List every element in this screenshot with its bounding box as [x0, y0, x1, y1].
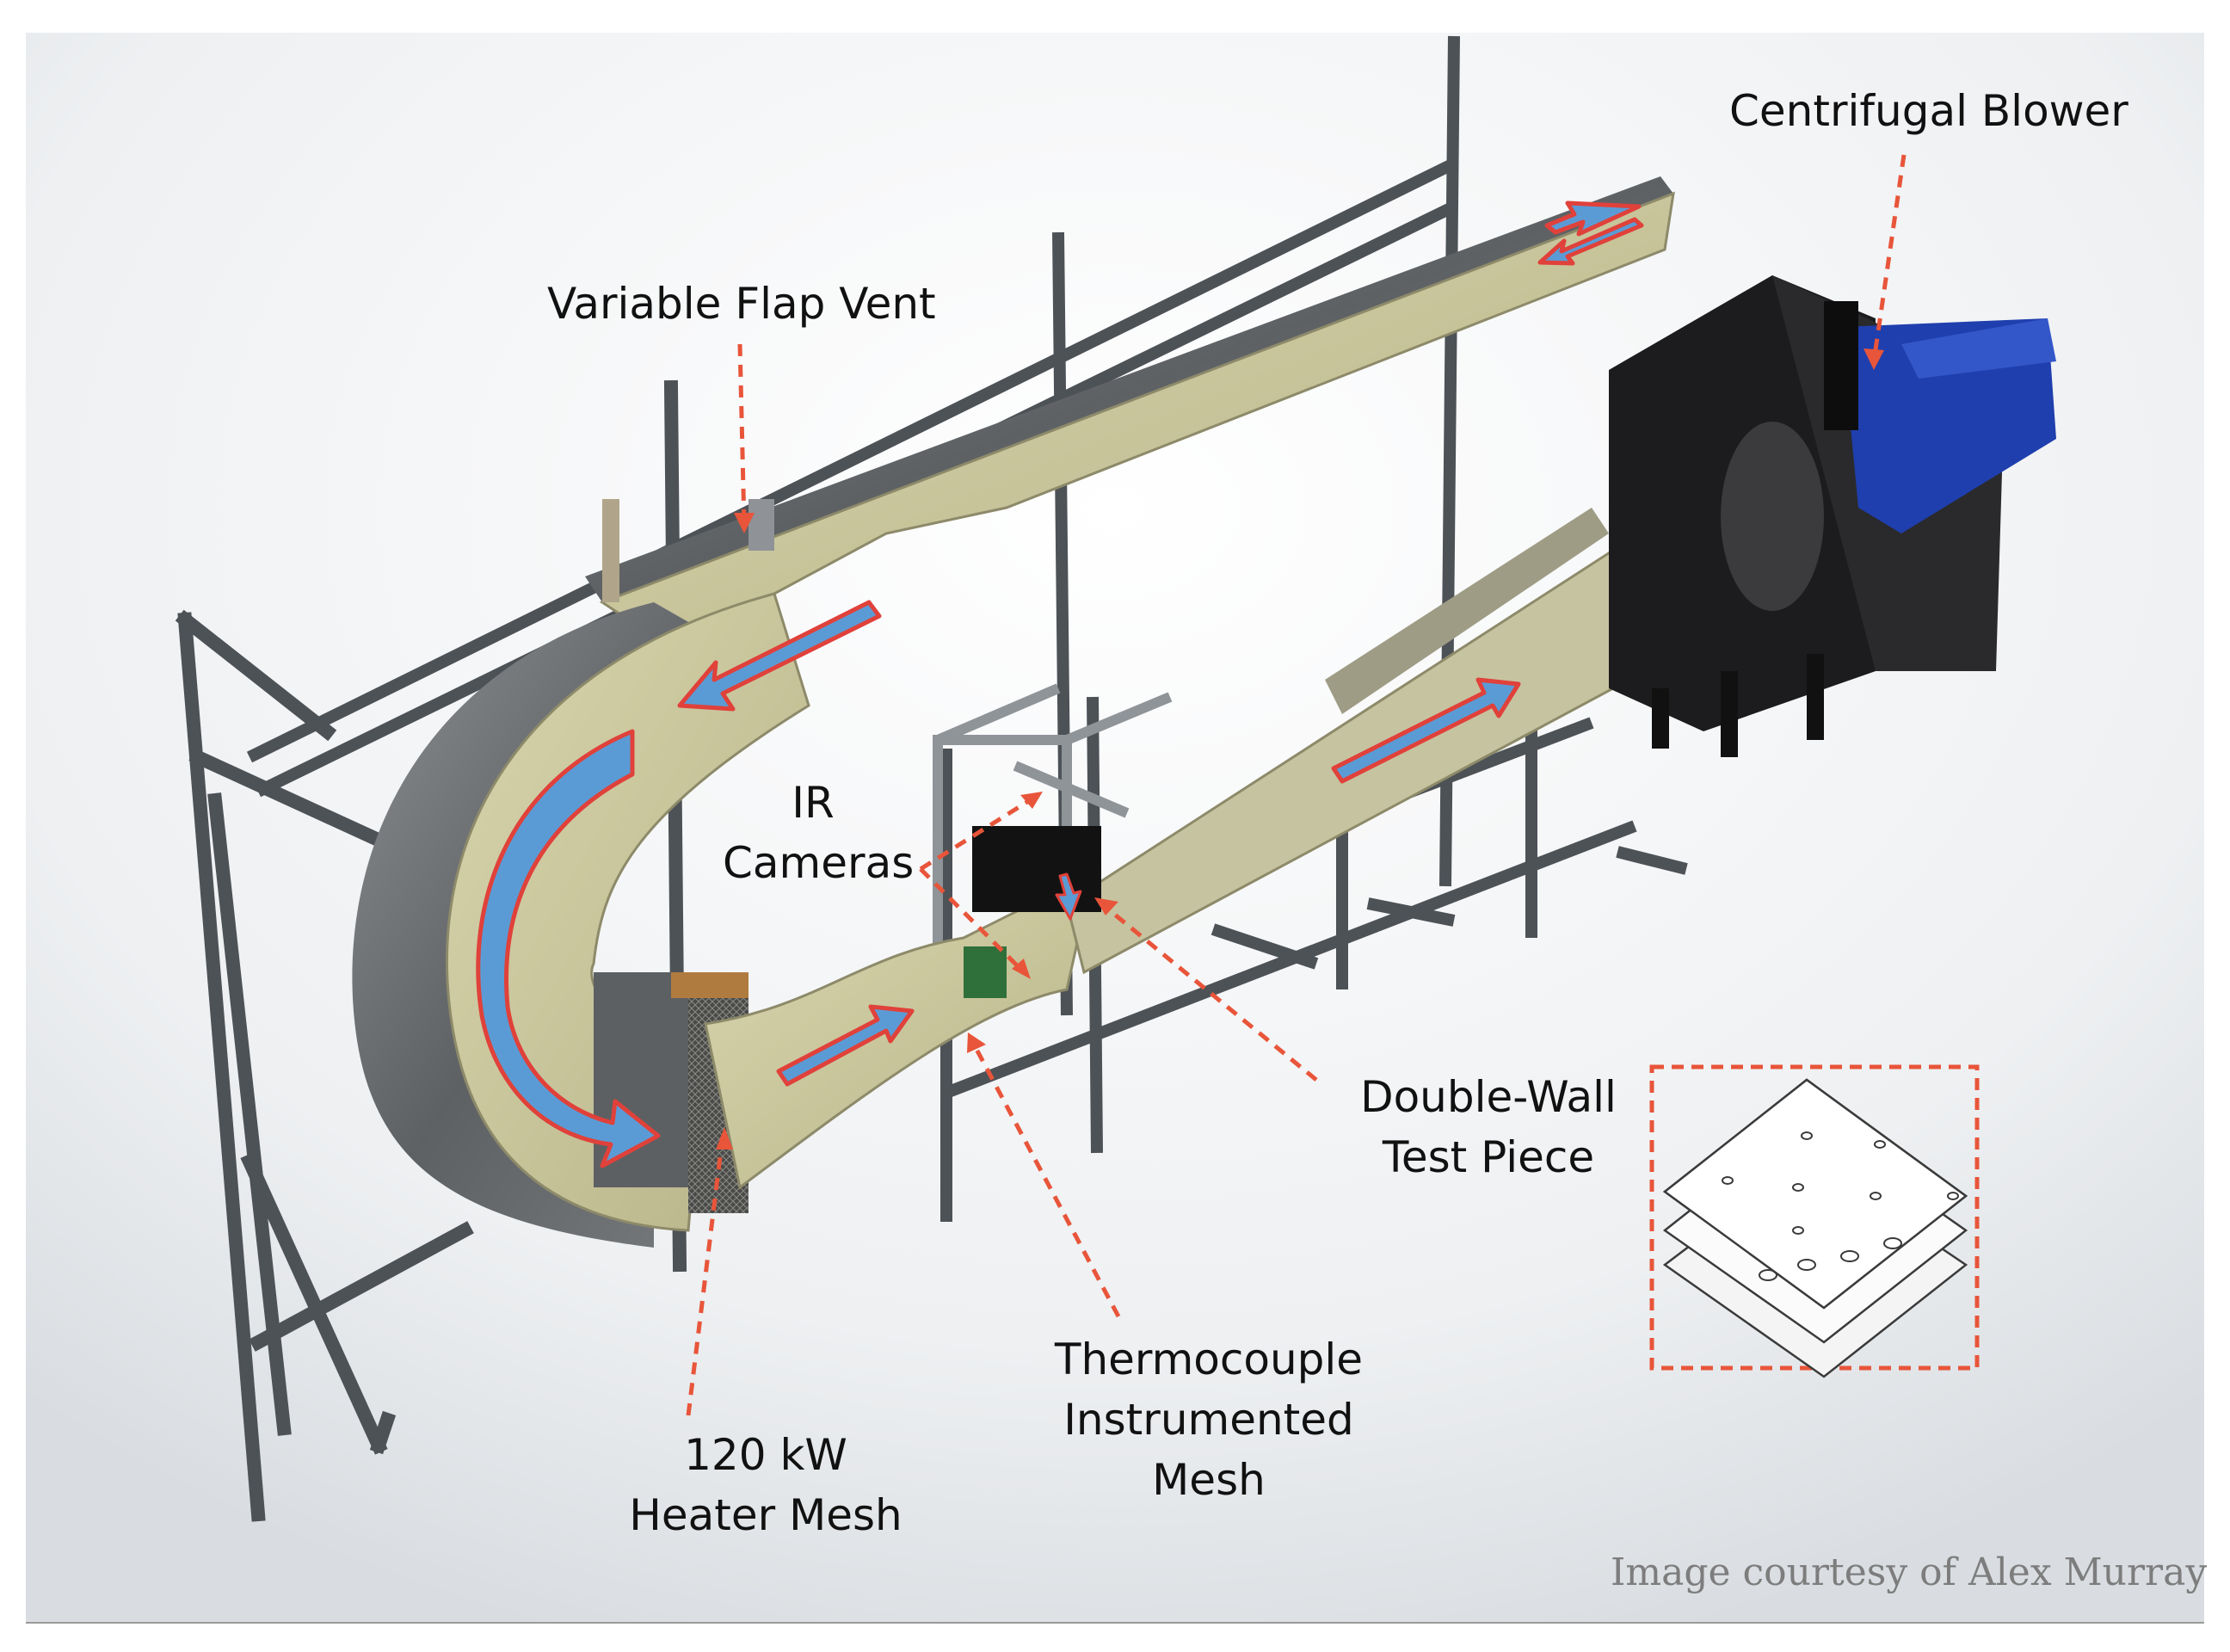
label-heater-mesh: 120 kW Heater Mesh: [629, 1430, 902, 1540]
label-variable-flap-vent: Variable Flap Vent: [547, 279, 936, 329]
flow-arrow-contraction: [776, 1004, 915, 1087]
leader-ir-lower: [919, 867, 1026, 974]
flow-arrow-bend: [476, 729, 661, 1168]
flow-arrows: [476, 200, 1644, 1168]
image-credit: Image courtesy of Alex Murray: [1611, 1550, 2208, 1594]
thermocouple-board: [964, 946, 1007, 998]
leader-thermocouple: [970, 1039, 1121, 1318]
flow-arrow-inlet: [1544, 200, 1642, 237]
label-thermocouple-mesh: Thermocouple Instrumented Mesh: [1054, 1335, 1364, 1505]
label-double-wall-test-piece: Double-Wall Test Piece: [1360, 1072, 1617, 1182]
inset-border: [1649, 1064, 1980, 1371]
centrifugal-blower: [1609, 275, 2056, 757]
leader-lines: [686, 154, 1907, 1416]
flow-arrow-test: [1055, 872, 1082, 921]
leader-arrowheads: [716, 348, 1884, 1150]
flap-vent-bracket: [748, 499, 774, 551]
leader-ir-upper: [919, 793, 1038, 872]
flow-arrow-diffuser: [1331, 677, 1521, 784]
blower-motor: [1841, 318, 2056, 533]
test-piece-inset: [1649, 1064, 1980, 1378]
leader-double-wall: [1100, 902, 1318, 1082]
flow-arrow-upper: [677, 600, 882, 712]
leader-heater: [686, 1135, 725, 1416]
label-ir-cameras: IR Cameras: [723, 778, 915, 888]
ir-camera-housing: [972, 826, 1101, 912]
inset-holes: [1722, 1131, 1959, 1281]
leader-flap-vent: [737, 343, 747, 526]
leader-blower: [1871, 154, 1907, 362]
label-centrifugal-blower: Centrifugal Blower: [1729, 86, 2128, 136]
